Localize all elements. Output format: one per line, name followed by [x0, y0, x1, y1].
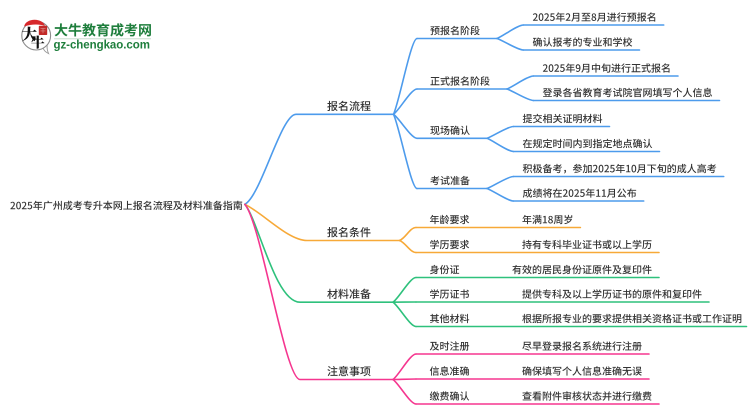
- svg-text:gz-chengkao.com: gz-chengkao.com: [54, 39, 150, 51]
